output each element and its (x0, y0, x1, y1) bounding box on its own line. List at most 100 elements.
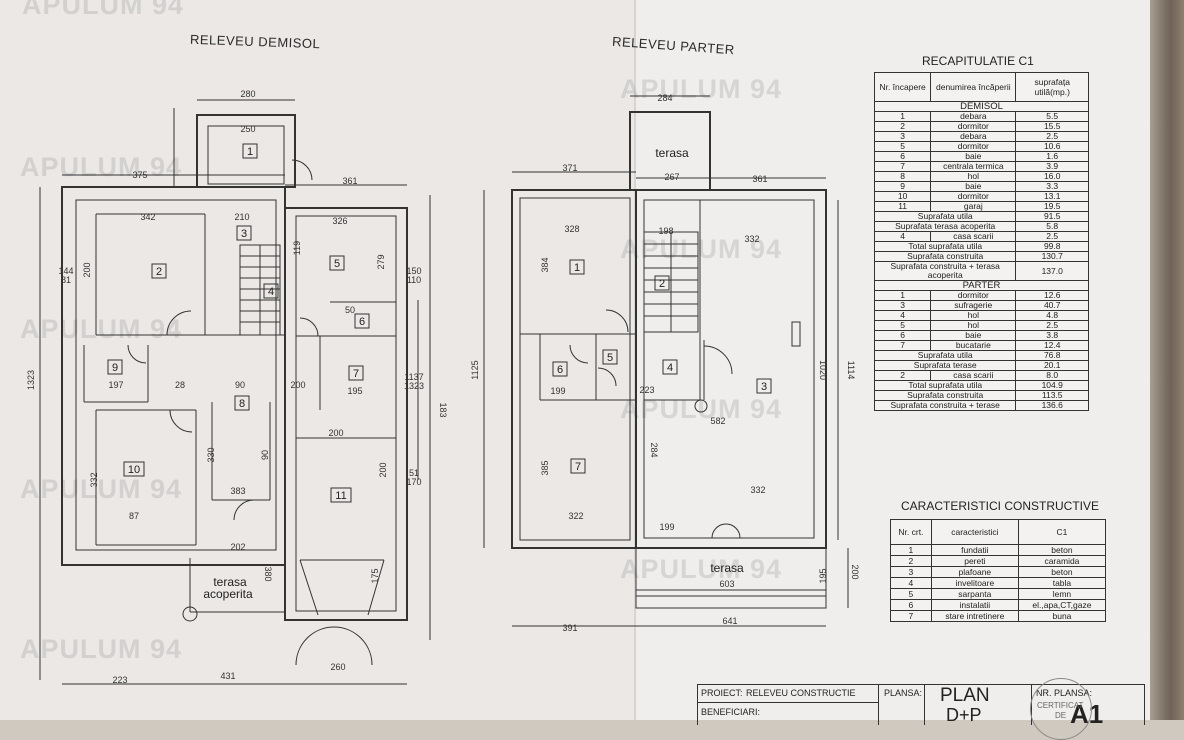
row-number: 6 (873, 330, 932, 341)
row-value: tabla (1017, 577, 1107, 589)
row-number: 3 (873, 131, 932, 142)
summary-value: 99.8 (1015, 241, 1089, 252)
svg-text:641: 641 (722, 616, 737, 626)
row-value: 12.4 (1015, 340, 1089, 351)
row-value: 3.3 (1015, 181, 1089, 192)
summary-label: Total suprafata utila (873, 380, 1017, 391)
svg-text:279: 279 (376, 254, 386, 269)
summary-value: 104.9 (1015, 380, 1089, 391)
demisol-room-labels: 1 2 3 4 5 6 7 8 9 10 11 terasa acoperita (107, 143, 370, 601)
room-label: 2 (659, 278, 665, 290)
row-number: 5 (873, 320, 932, 331)
row-label: pereti (930, 555, 1019, 567)
row-label: dormitor (930, 290, 1017, 301)
recap-section-demisol: DEMISOL (874, 101, 1089, 112)
char-header-nr: Nr. crt. (890, 519, 932, 545)
room-label: 9 (112, 362, 118, 374)
svg-text:332: 332 (89, 472, 99, 487)
row-value: 3.8 (1015, 330, 1089, 341)
svg-text:332: 332 (750, 485, 765, 495)
svg-text:144: 144 (58, 266, 73, 276)
row-value: buna (1017, 610, 1107, 622)
recap-table: Nr. încapere denumirea încăperii suprafa… (873, 72, 1089, 411)
row-number: 5 (890, 588, 932, 600)
svg-text:322: 322 (568, 511, 583, 521)
row-number: 11 (873, 201, 932, 212)
svg-text:1323: 1323 (404, 381, 424, 391)
row-number: 10 (873, 191, 932, 202)
svg-text:1114: 1114 (846, 361, 856, 380)
terrace-label: acoperita (203, 587, 253, 601)
row-number: 3 (873, 300, 932, 311)
row-number: 1 (890, 544, 932, 556)
room-label: 6 (359, 316, 365, 328)
svg-text:582: 582 (710, 416, 725, 426)
row-label: centrala termica (930, 161, 1017, 172)
svg-text:195: 195 (818, 568, 828, 583)
row-number: 2 (873, 121, 932, 132)
characteristics-title: CARACTERISTICI CONSTRUCTIVE (901, 499, 1100, 513)
svg-text:260: 260 (330, 662, 345, 672)
row-label: bucatarie (930, 340, 1017, 351)
svg-text:28: 28 (175, 380, 185, 390)
row-label: garaj (930, 201, 1017, 212)
row-label: baie (930, 151, 1017, 162)
row-label: dormitor (930, 191, 1017, 202)
svg-text:197: 197 (108, 380, 123, 390)
parter-dimensions: 284 371 267 361 328 198 332 199 223 582 … (470, 93, 860, 633)
svg-text:391: 391 (562, 623, 577, 633)
svg-text:198: 198 (658, 226, 673, 236)
svg-text:170: 170 (406, 477, 421, 487)
svg-text:284: 284 (649, 442, 659, 457)
svg-text:385: 385 (540, 460, 550, 475)
row-label: baie (930, 330, 1017, 341)
certification-stamp: CERTIFICAT DE (1030, 678, 1092, 740)
room-label: 6 (557, 364, 563, 376)
room-label: 7 (575, 461, 581, 473)
summary-label: Suprafata construita + terase (873, 400, 1017, 411)
summary-label: Suprafata utila (873, 350, 1017, 361)
svg-text:603: 603 (719, 579, 734, 589)
svg-text:1137: 1137 (404, 372, 423, 382)
svg-text:1323: 1323 (26, 370, 36, 390)
row-value: 4.8 (1015, 310, 1089, 321)
room-label: 11 (335, 490, 346, 502)
row-label: hol (930, 310, 1017, 321)
svg-text:330: 330 (206, 447, 216, 462)
summary-value: 76.8 (1015, 350, 1089, 361)
svg-text:87: 87 (129, 511, 139, 521)
svg-text:284: 284 (657, 93, 672, 103)
row-number: 3 (890, 566, 932, 578)
svg-text:342: 342 (140, 212, 155, 222)
watermark: APULUM 94 (22, 0, 185, 20)
svg-text:119: 119 (292, 241, 302, 255)
row-number: 6 (873, 151, 932, 162)
char-header-name: caracteristici (930, 519, 1019, 545)
row-value: 12.6 (1015, 290, 1089, 301)
watermark: APULUM 94 (20, 314, 183, 344)
watermark: APULUM 94 (620, 554, 783, 584)
